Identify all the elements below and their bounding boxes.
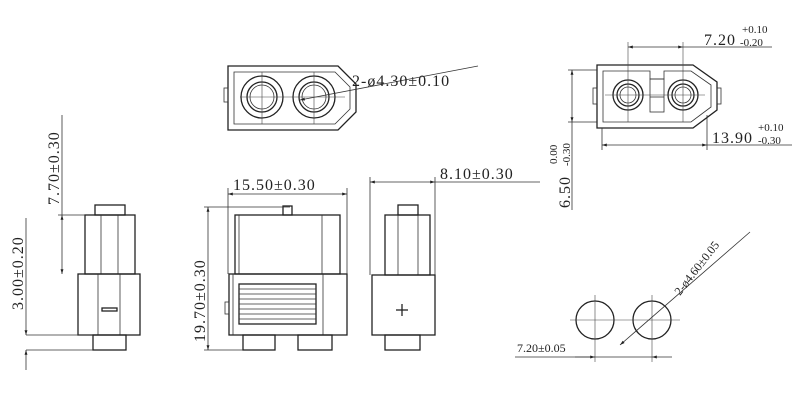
width-dim-upper: 0.00: [548, 144, 560, 164]
top-right-view-housing: [568, 42, 792, 210]
pcb-hole-callout: 2-ø4.60±0.05: [671, 238, 722, 298]
top-view-housing: [223, 65, 479, 131]
left-side-view: [24, 115, 141, 370]
length-dim-value: 13.90: [712, 130, 753, 147]
length-dim-lower: -0.30: [758, 135, 781, 147]
pitch-dim-lower: -0.20: [740, 37, 763, 49]
pin-height-dim: 3.00±0.20: [10, 236, 27, 310]
right-side-view: [369, 177, 540, 351]
pcb-hole-layout: [515, 231, 751, 362]
pitch-dim-upper: +0.10: [742, 24, 768, 36]
pcb-pitch-dim: 7.20±0.05: [517, 341, 566, 355]
side-depth-dim: 8.10±0.30: [440, 166, 514, 183]
front-width-dim: 15.50±0.30: [233, 177, 316, 194]
width-dim-value: 6.50: [557, 176, 574, 208]
front-view: [204, 188, 348, 351]
length-dim-upper: +0.10: [758, 122, 784, 134]
pitch-dim-value: 7.20: [704, 32, 736, 49]
front-height-dim: 19.70±0.30: [192, 259, 209, 342]
side-upper-height-dim: 7.70±0.30: [46, 131, 63, 205]
top-view-hole-callout: 2-ø4.30±0.10: [352, 73, 450, 90]
width-dim-lower: -0.30: [561, 143, 573, 166]
